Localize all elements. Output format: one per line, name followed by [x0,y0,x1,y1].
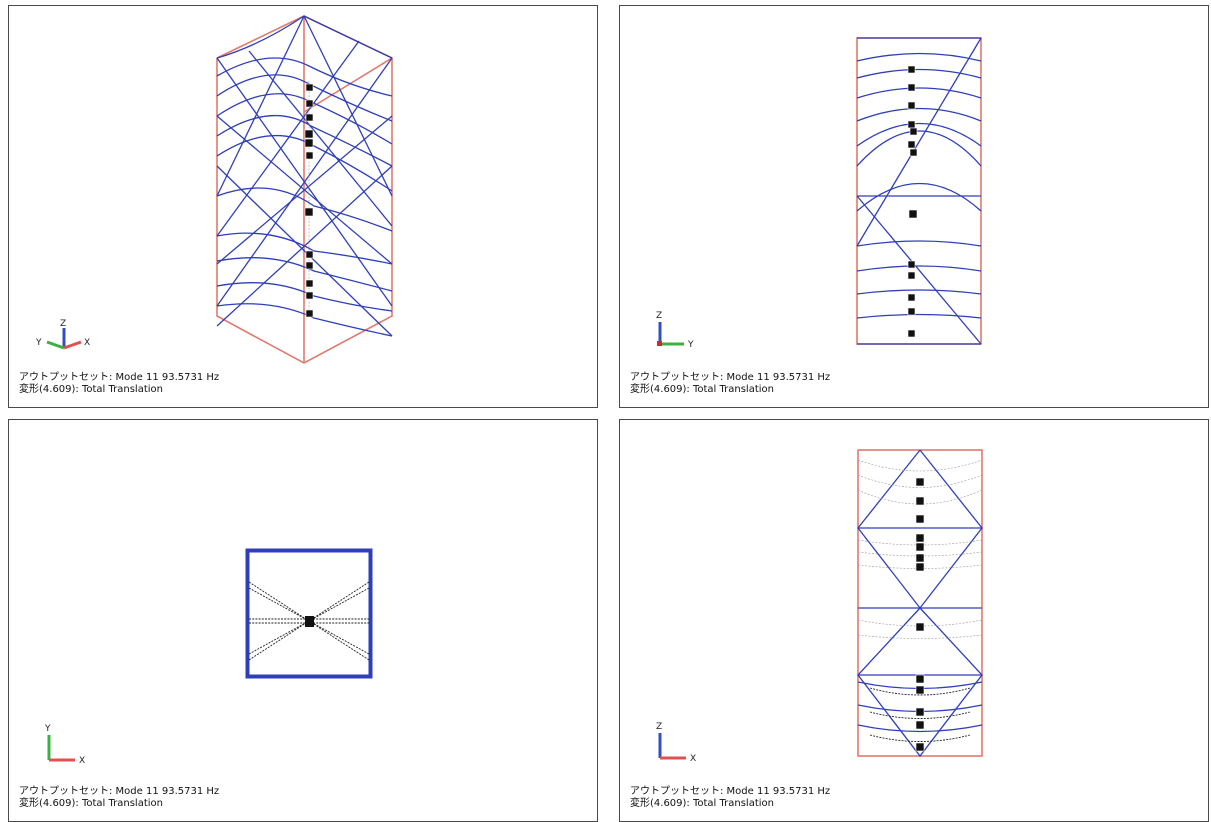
viewport-isometric[interactable]: Z Y X アウトプットセット: Mode 11 93.5731 Hz 変形(4… [8,5,598,408]
axis-label-z: Z [656,722,662,732]
model-view-front: Z X [656,449,983,764]
deformed-mesh [857,449,983,758]
model-view-isometric: Z Y X [35,15,393,364]
axis-label-z: Z [60,319,66,329]
axis-label-x: X [690,754,696,764]
result-caption: アウトプットセット: Mode 11 93.5731 Hz 変形(4.609):… [19,786,219,810]
sensor-markers [304,81,314,318]
deformation-label: 変形(4.609): Total Translation [630,384,774,395]
result-caption: アウトプットセット: Mode 11 93.5731 Hz 変形(4.609):… [630,372,830,396]
deformed-mesh [856,37,982,345]
deformation-label: 変形(4.609): Total Translation [630,798,774,809]
axis-triad: Z Y [656,311,694,350]
undeformed-outline [856,37,982,345]
axis-triad: Y X [44,724,85,766]
deformation-label: 変形(4.609): Total Translation [19,798,163,809]
viewport-top[interactable]: Y X アウトプットセット: Mode 11 93.5731 Hz 変形(4.6… [8,419,598,822]
mode-shape-lines [248,581,370,661]
deformed-mesh [245,548,373,679]
result-caption: アウトプットセット: Mode 11 93.5731 Hz 変形(4.609):… [19,372,219,396]
viewport-front[interactable]: Z X アウトプットセット: Mode 11 93.5731 Hz 変形(4.6… [619,419,1209,822]
model-view-top: Y X [44,548,373,766]
axis-label-x: X [79,756,85,766]
axis-triad: Z Y X [35,319,90,350]
output-set-label: アウトプットセット: Mode 11 93.5731 Hz [19,372,220,383]
axis-triad: Z X [656,722,696,764]
viewport-side[interactable]: Z Y アウトプットセット: Mode 11 93.5731 Hz 変形(4.6… [619,5,1209,408]
output-set-label: アウトプットセット: Mode 11 93.5731 Hz [630,786,831,797]
sensor-markers [305,616,314,627]
axis-label-y: Y [44,724,51,734]
sensor-markers [907,65,918,338]
deformation-label: 変形(4.609): Total Translation [19,384,163,395]
result-caption: アウトプットセット: Mode 11 93.5731 Hz 変形(4.609):… [630,786,830,810]
axis-label-y: Y [35,338,42,348]
axis-label-y: Y [687,340,694,350]
sensor-markers [915,477,925,752]
deformed-mesh [216,15,393,337]
axis-label-x: X [84,338,90,348]
axis-label-z: Z [656,311,662,321]
model-view-side: Z Y [656,37,982,350]
output-set-label: アウトプットセット: Mode 11 93.5731 Hz [19,786,220,797]
output-set-label: アウトプットセット: Mode 11 93.5731 Hz [630,372,831,383]
